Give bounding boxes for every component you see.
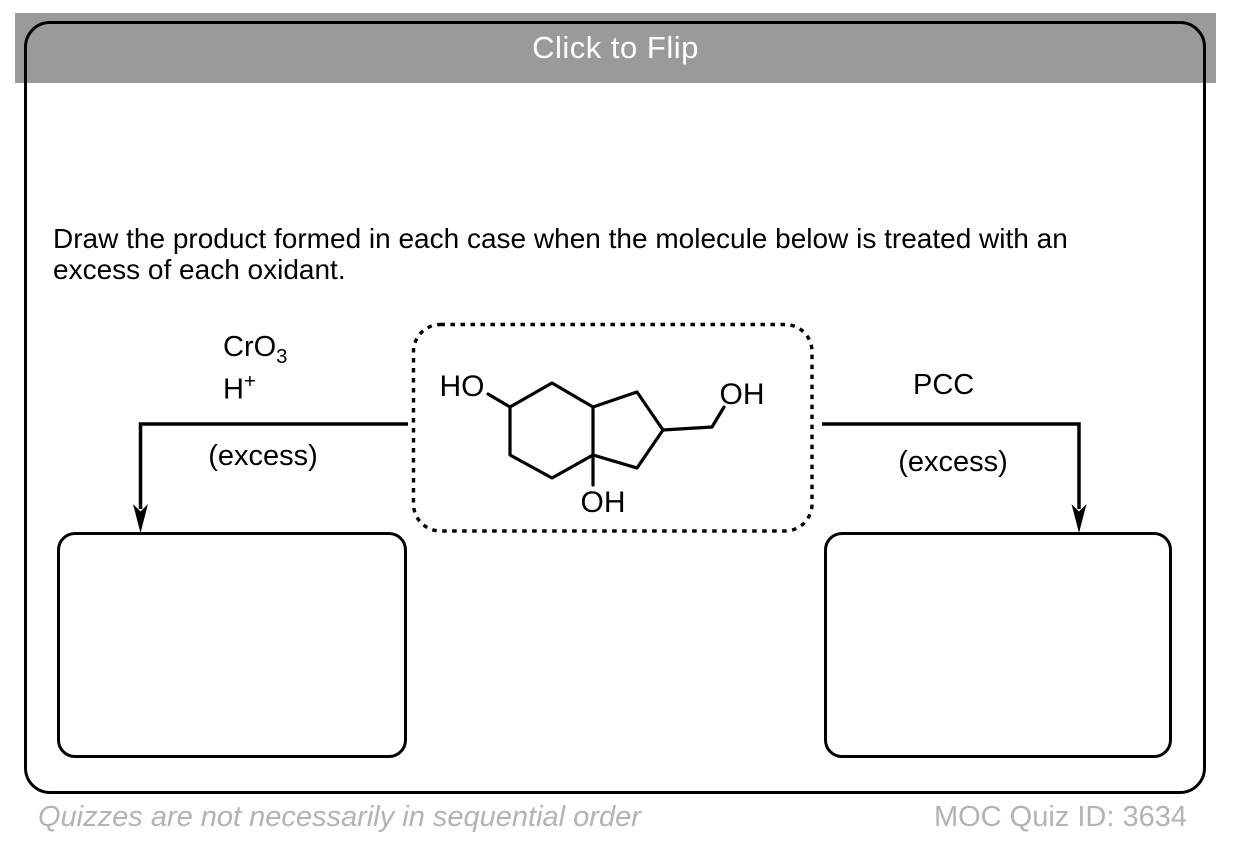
question-line-2: excess of each oxidant. — [53, 253, 346, 285]
question-text: Draw the product formed in each case whe… — [53, 223, 1173, 285]
right-excess-label: (excess) — [898, 446, 1008, 478]
hplus-superscript: + — [243, 371, 256, 393]
flip-banner: Click to Flip — [15, 13, 1216, 83]
cro3-base: CrO — [223, 331, 277, 363]
hplus-base: H — [223, 373, 244, 406]
quiz-id: MOC Quiz ID: 3634 — [933, 801, 1187, 833]
footer-note: Quizzes are not necessarily in sequentia… — [38, 801, 641, 833]
answer-box-left — [57, 532, 407, 758]
flip-title: Click to Flip — [532, 30, 699, 65]
question-line-1: Draw the product formed in each case whe… — [53, 223, 1068, 254]
reagent-pcc-label: PCC — [913, 369, 975, 401]
answer-box-right — [824, 532, 1172, 758]
reagent-cro3-label: CrO3 — [223, 331, 287, 369]
cro3-subscript: 3 — [276, 345, 288, 368]
flashcard[interactable] — [24, 21, 1206, 794]
left-excess-label: (excess) — [208, 440, 318, 472]
reagent-hplus-label: H+ — [223, 371, 256, 407]
